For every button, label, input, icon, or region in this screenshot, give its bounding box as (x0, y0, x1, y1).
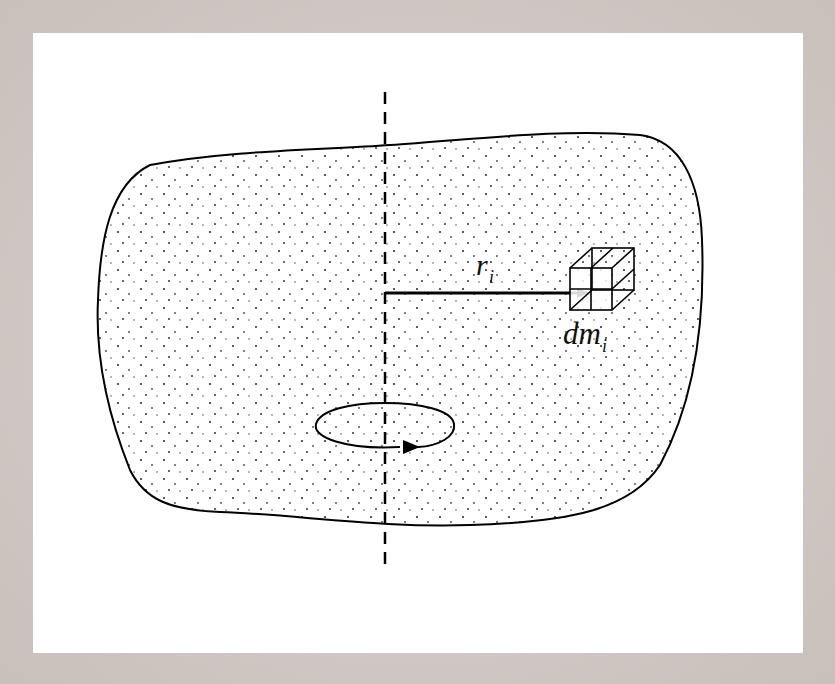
mass-element-cube (570, 248, 634, 310)
rotation-arrow (316, 403, 454, 447)
body-texture (90, 120, 710, 540)
body-outline (98, 133, 703, 526)
rotation-axis (384, 92, 387, 565)
radius-vector (385, 292, 588, 295)
rotation-arrowhead (403, 440, 420, 454)
mass-subscript: i (602, 337, 607, 355)
radius-subscript: i (489, 268, 494, 286)
radius-label: r (476, 250, 488, 280)
mass-label: dm (563, 318, 601, 349)
